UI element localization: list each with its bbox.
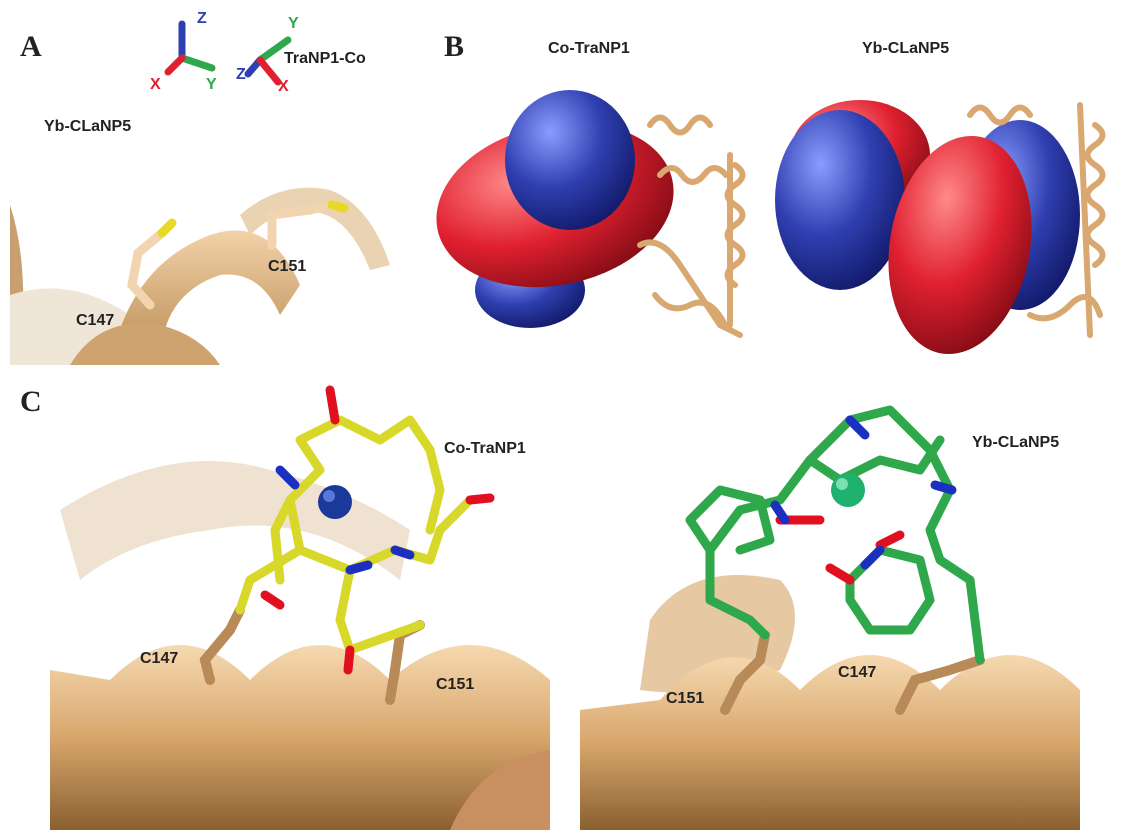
panel-c-right-label: Yb-CLaNP5 — [972, 434, 1060, 451]
axis-x-right: X — [278, 78, 289, 95]
axis-y-right: Y — [288, 15, 299, 32]
residue-c147-c-right: C147 — [838, 664, 877, 681]
panel-b-right-label: Yb-CLaNP5 — [862, 40, 950, 57]
residue-c151-a: C151 — [268, 258, 307, 275]
frame-label: TraNP1-Co — [284, 50, 366, 67]
axis-z-right: Z — [236, 66, 246, 83]
residue-c151-c-left: C151 — [436, 676, 475, 693]
axis-z-left: Z — [197, 10, 207, 27]
panel-b-left-label: Co-TraNP1 — [548, 40, 630, 57]
panel-b-isosurfaces — [436, 90, 1106, 355]
panel-c-letter: C — [20, 385, 42, 418]
axis-y-left: Y — [206, 76, 217, 93]
axis-triad-left — [164, 20, 216, 76]
panel-a-letter: A — [20, 30, 42, 63]
panel-c-left-structure — [50, 385, 550, 830]
panel-b-letter: B — [444, 30, 465, 63]
panel-a-structure — [10, 187, 390, 365]
axis-x-left: X — [150, 76, 161, 93]
axis-triad-right — [244, 36, 292, 86]
residue-c147-a: C147 — [76, 312, 115, 329]
residue-c151-c-right: C151 — [666, 690, 705, 707]
panel-c-left-label: Co-TraNP1 — [444, 440, 526, 457]
panel-c-right-structure — [580, 405, 1080, 830]
panel-a-protein-label: Yb-CLaNP5 — [44, 118, 132, 135]
residue-c147-c-left: C147 — [140, 650, 179, 667]
